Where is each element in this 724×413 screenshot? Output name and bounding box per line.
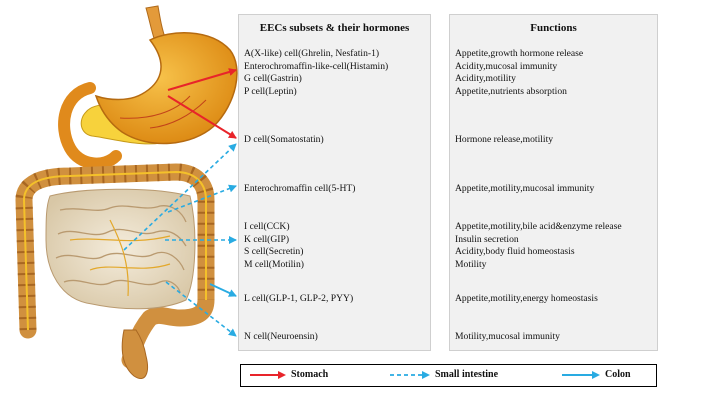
function-label: Motility [455, 258, 487, 270]
stomach-vessels [119, 95, 207, 129]
solid-blue-arrow-icon [562, 370, 600, 379]
legend-item-small-intestine: Small intestine [389, 369, 498, 380]
rectum [121, 329, 148, 379]
duodenum [58, 82, 122, 170]
dashed-blue-arrow-icon [390, 370, 430, 379]
function-group-enterochromaffin: Appetite,motility,mucosal immunity [455, 183, 594, 196]
function-label: Insulin secretion [455, 233, 519, 245]
legend: Stomach Small intestine Colon [240, 364, 657, 387]
functions-panel: Functions Appetite,growth hormone releas… [449, 14, 658, 351]
arrow-stomach-1 [167, 68, 237, 91]
function-label: Appetite,motility,bile acid&enzyme relea… [455, 221, 622, 232]
cell-group-d-cell: D cell(Somatostatin) [244, 134, 324, 147]
function-label: Appetite,nutrients absorption [455, 85, 567, 97]
cell-label: G cell(Gastrin) [244, 73, 302, 85]
function-label: Acidity,body fluid homeostasis [455, 246, 575, 258]
legend-item-stomach: Stomach [249, 369, 328, 380]
cell-label: P cell(Leptin) [244, 85, 297, 97]
mesenteric-vessels [69, 219, 171, 297]
cell-label: N cell(Neuroensin) [244, 331, 318, 342]
legend-label-stomach: Stomach [291, 369, 329, 380]
cell-label: M cell(Motilin) [244, 258, 304, 270]
cell-group-stomach: A(X-like) cell(Ghrelin, Nesfatin-1) Ente… [244, 48, 388, 98]
cell-label: S cell(Secretin) [244, 246, 304, 258]
function-label: Motility,mucosal immunity [455, 331, 560, 342]
colon-band [23, 171, 207, 331]
legend-label-small-intestine: Small intestine [435, 369, 499, 380]
arrow-small-intestine-4 [165, 281, 237, 337]
function-group-small-intestine: Appetite,motility,bile acid&enzyme relea… [455, 221, 622, 271]
cell-label: I cell(CCK) [244, 221, 290, 232]
cell-group-enterochromaffin: Enterochromaffin cell(5-HT) [244, 183, 355, 196]
cell-label: Enterochromaffin-like-cell(Histamin) [244, 60, 389, 72]
cell-label: Enterochromaffin cell(5-HT) [244, 183, 356, 194]
cell-label: A(X-like) cell(Ghrelin, Nesfatin-1) [244, 48, 380, 59]
cell-group-n-cell: N cell(Neuroensin) [244, 331, 318, 344]
arrow-small-intestine-2 [167, 184, 237, 213]
function-label: Acidity,motility [455, 73, 516, 85]
cell-label: L cell(GLP-1, GLP-2, PYY) [244, 293, 354, 304]
cell-group-l-cell: L cell(GLP-1, GLP-2, PYY) [244, 293, 353, 306]
cell-group-small-intestine: I cell(CCK) K cell(GIP) S cell(Secretin)… [244, 221, 304, 271]
function-group-d-cell: Hormone release,motility [455, 134, 553, 147]
legend-item-colon: Colon [561, 369, 631, 380]
solid-red-arrow-icon [250, 370, 286, 379]
legend-label-colon: Colon [605, 369, 631, 380]
functions-header: Functions [530, 22, 577, 34]
function-label: Appetite,motility,mucosal immunity [455, 183, 595, 194]
arrow-small-intestine-1 [123, 143, 237, 251]
function-group-n-cell: Motility,mucosal immunity [455, 331, 560, 344]
function-group-stomach: Appetite,growth hormone release Acidity,… [455, 48, 583, 98]
function-label: Acidity,mucosal immunity [455, 60, 558, 72]
stomach-organ [94, 32, 238, 145]
function-label: Hormone release,motility [455, 134, 554, 145]
cell-label: K cell(GIP) [244, 233, 290, 245]
cells-header: EECs subsets & their hormones [259, 22, 410, 34]
small-intestine-loops [55, 205, 187, 293]
arrow-colon-1 [209, 283, 237, 297]
cell-label: D cell(Somatostatin) [244, 134, 324, 145]
function-group-l-cell: Appetite,motility,energy homeostasis [455, 293, 598, 306]
cells-panel: EECs subsets & their hormones A(X-like) … [238, 14, 431, 351]
function-label: Appetite,growth hormone release [455, 48, 584, 59]
function-label: Appetite,motility,energy homeostasis [455, 293, 598, 304]
arrow-stomach-2 [167, 95, 237, 139]
